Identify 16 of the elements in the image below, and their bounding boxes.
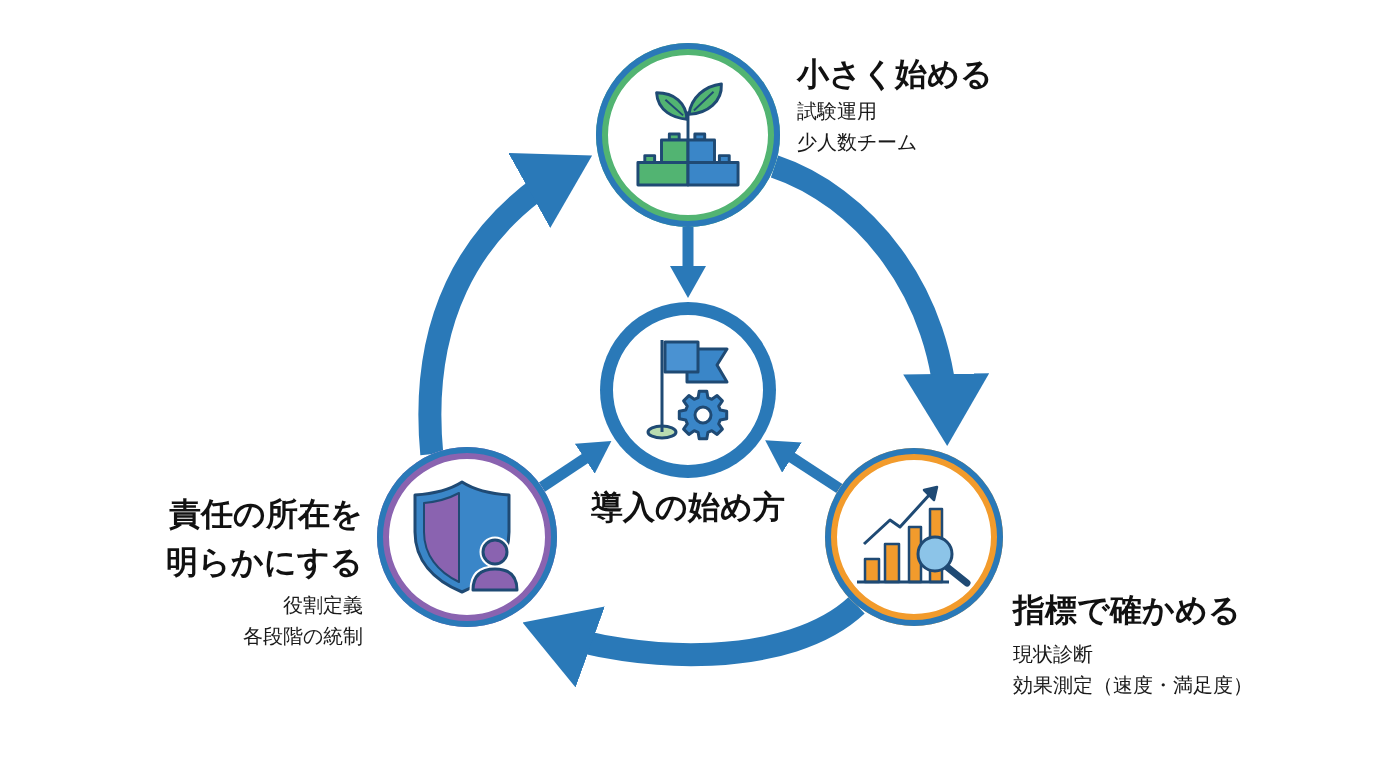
node-detail: 少人数チーム <box>797 128 917 156</box>
curved-arrow <box>770 155 987 446</box>
arrow <box>670 227 706 298</box>
node-title: 導入の始め方 <box>591 487 785 528</box>
node-title: 指標で確かめる <box>1013 590 1241 631</box>
arrow <box>765 440 843 494</box>
curved-arrow <box>522 596 864 687</box>
node-detail: 各段階の統制 <box>243 623 363 650</box>
arrow <box>538 440 612 492</box>
node-detail: 現状診断 <box>1013 640 1093 668</box>
curved-arrow <box>418 154 592 455</box>
node-title: 小さく始める <box>797 54 993 95</box>
node-detail: 効果測定（速度・満足度） <box>1013 671 1253 699</box>
node-detail: 役割定義 <box>283 592 363 619</box>
node-detail: 試験運用 <box>797 97 877 125</box>
node-title: 責任の所在を明らかにする <box>165 494 363 583</box>
